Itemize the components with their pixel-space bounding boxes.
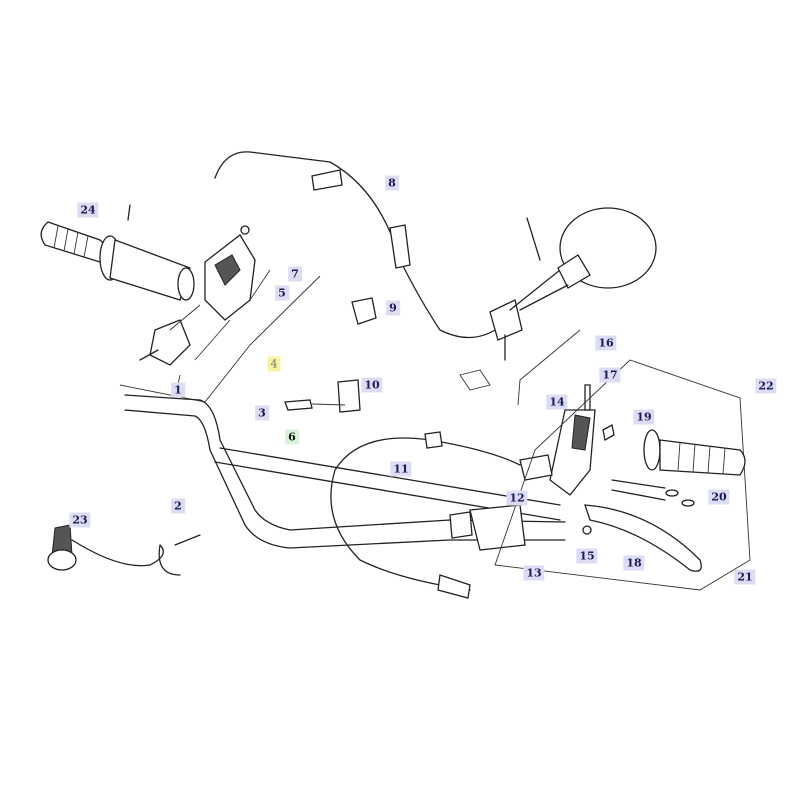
callout-8: 8 [385,175,399,191]
throttle-housing [119,225,321,403]
callout-23: 23 [69,512,91,528]
callout-3: 3 [255,405,269,421]
callout-15: 15 [576,548,598,564]
lever-assembly [449,359,751,591]
switch-parts [284,379,361,413]
throttle-cable [127,151,561,361]
clutch-cable [330,431,521,599]
callout-9: 9 [386,300,400,316]
callout-16: 16 [595,335,617,351]
callout-20: 20 [708,489,730,505]
callout-1: 1 [171,382,185,398]
callout-2: 2 [171,498,185,514]
callout-18: 18 [623,555,645,571]
callout-7: 7 [288,266,302,282]
callout-17: 17 [599,367,621,383]
callout-13: 13 [523,565,545,581]
right-grip [611,429,746,507]
callout-11: 11 [390,461,412,477]
callout-24: 24 [77,202,99,218]
callout-21: 21 [734,569,756,585]
callout-12: 12 [506,490,528,506]
callout-14: 14 [546,394,568,410]
callout-5: 5 [275,285,289,301]
clip-9 [351,297,377,325]
kill-switch [47,524,201,576]
mirror [459,207,657,406]
left-grip [40,221,195,301]
callout-19: 19 [633,409,655,425]
handlebar [124,394,566,549]
callout-10: 10 [361,377,383,393]
callout-4: 4 [267,356,281,372]
callout-6: 6 [285,429,299,445]
callout-22: 22 [755,378,777,394]
